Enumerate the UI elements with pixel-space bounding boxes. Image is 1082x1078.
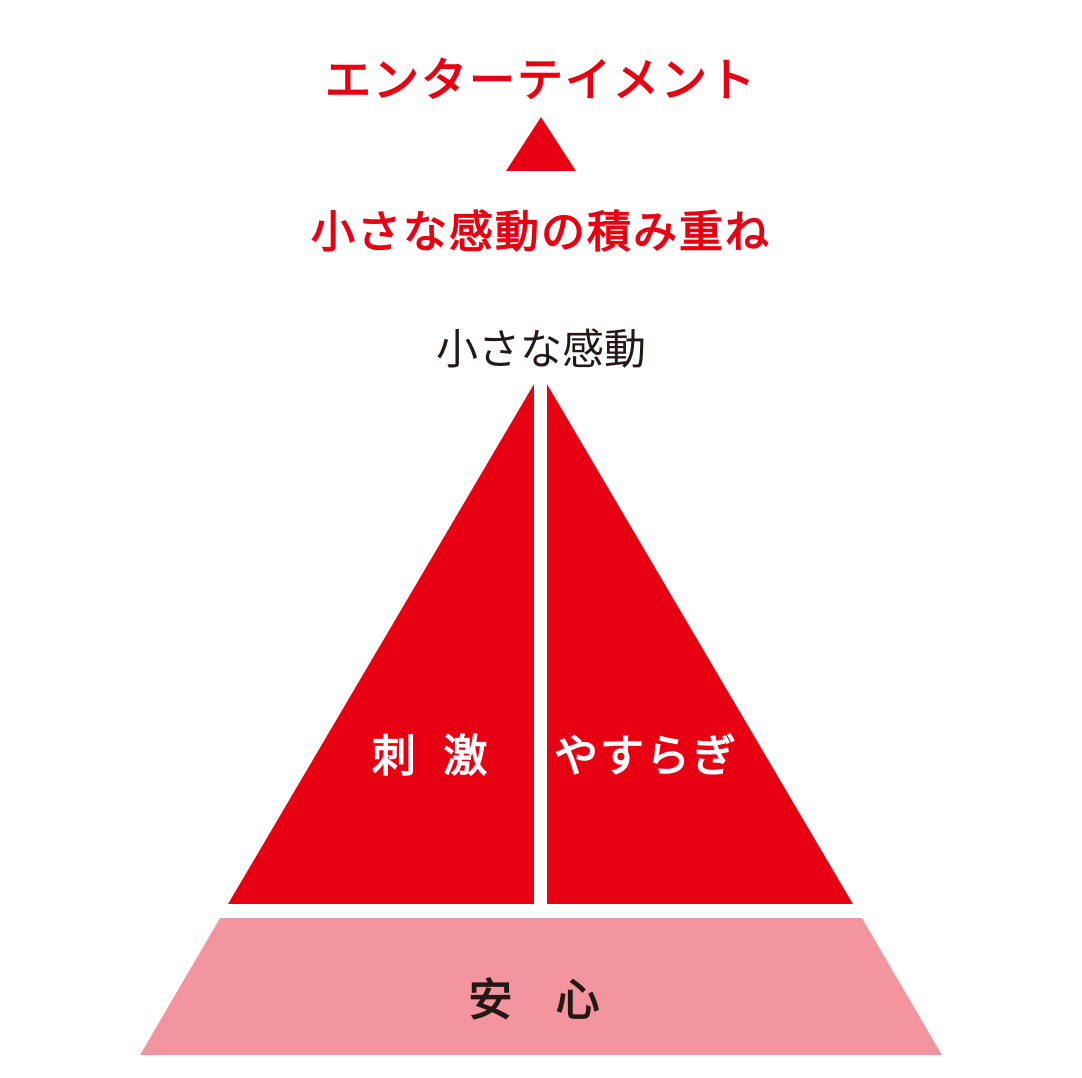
- right-segment-label: やすらぎ: [554, 731, 738, 782]
- pyramid-left-segment: [228, 384, 534, 904]
- apex-label: 小さな感動: [435, 325, 646, 374]
- up-triangle-icon: [506, 117, 576, 171]
- top-title: エンターテイメント: [325, 53, 757, 107]
- pyramid-base-segment: [140, 918, 942, 1055]
- pyramid-right-segment: [547, 384, 853, 904]
- base-segment-label: 安 心: [468, 975, 614, 1026]
- sub-title: 小さな感動の積み重ね: [311, 207, 771, 258]
- left-segment-label: 刺 激: [372, 731, 494, 782]
